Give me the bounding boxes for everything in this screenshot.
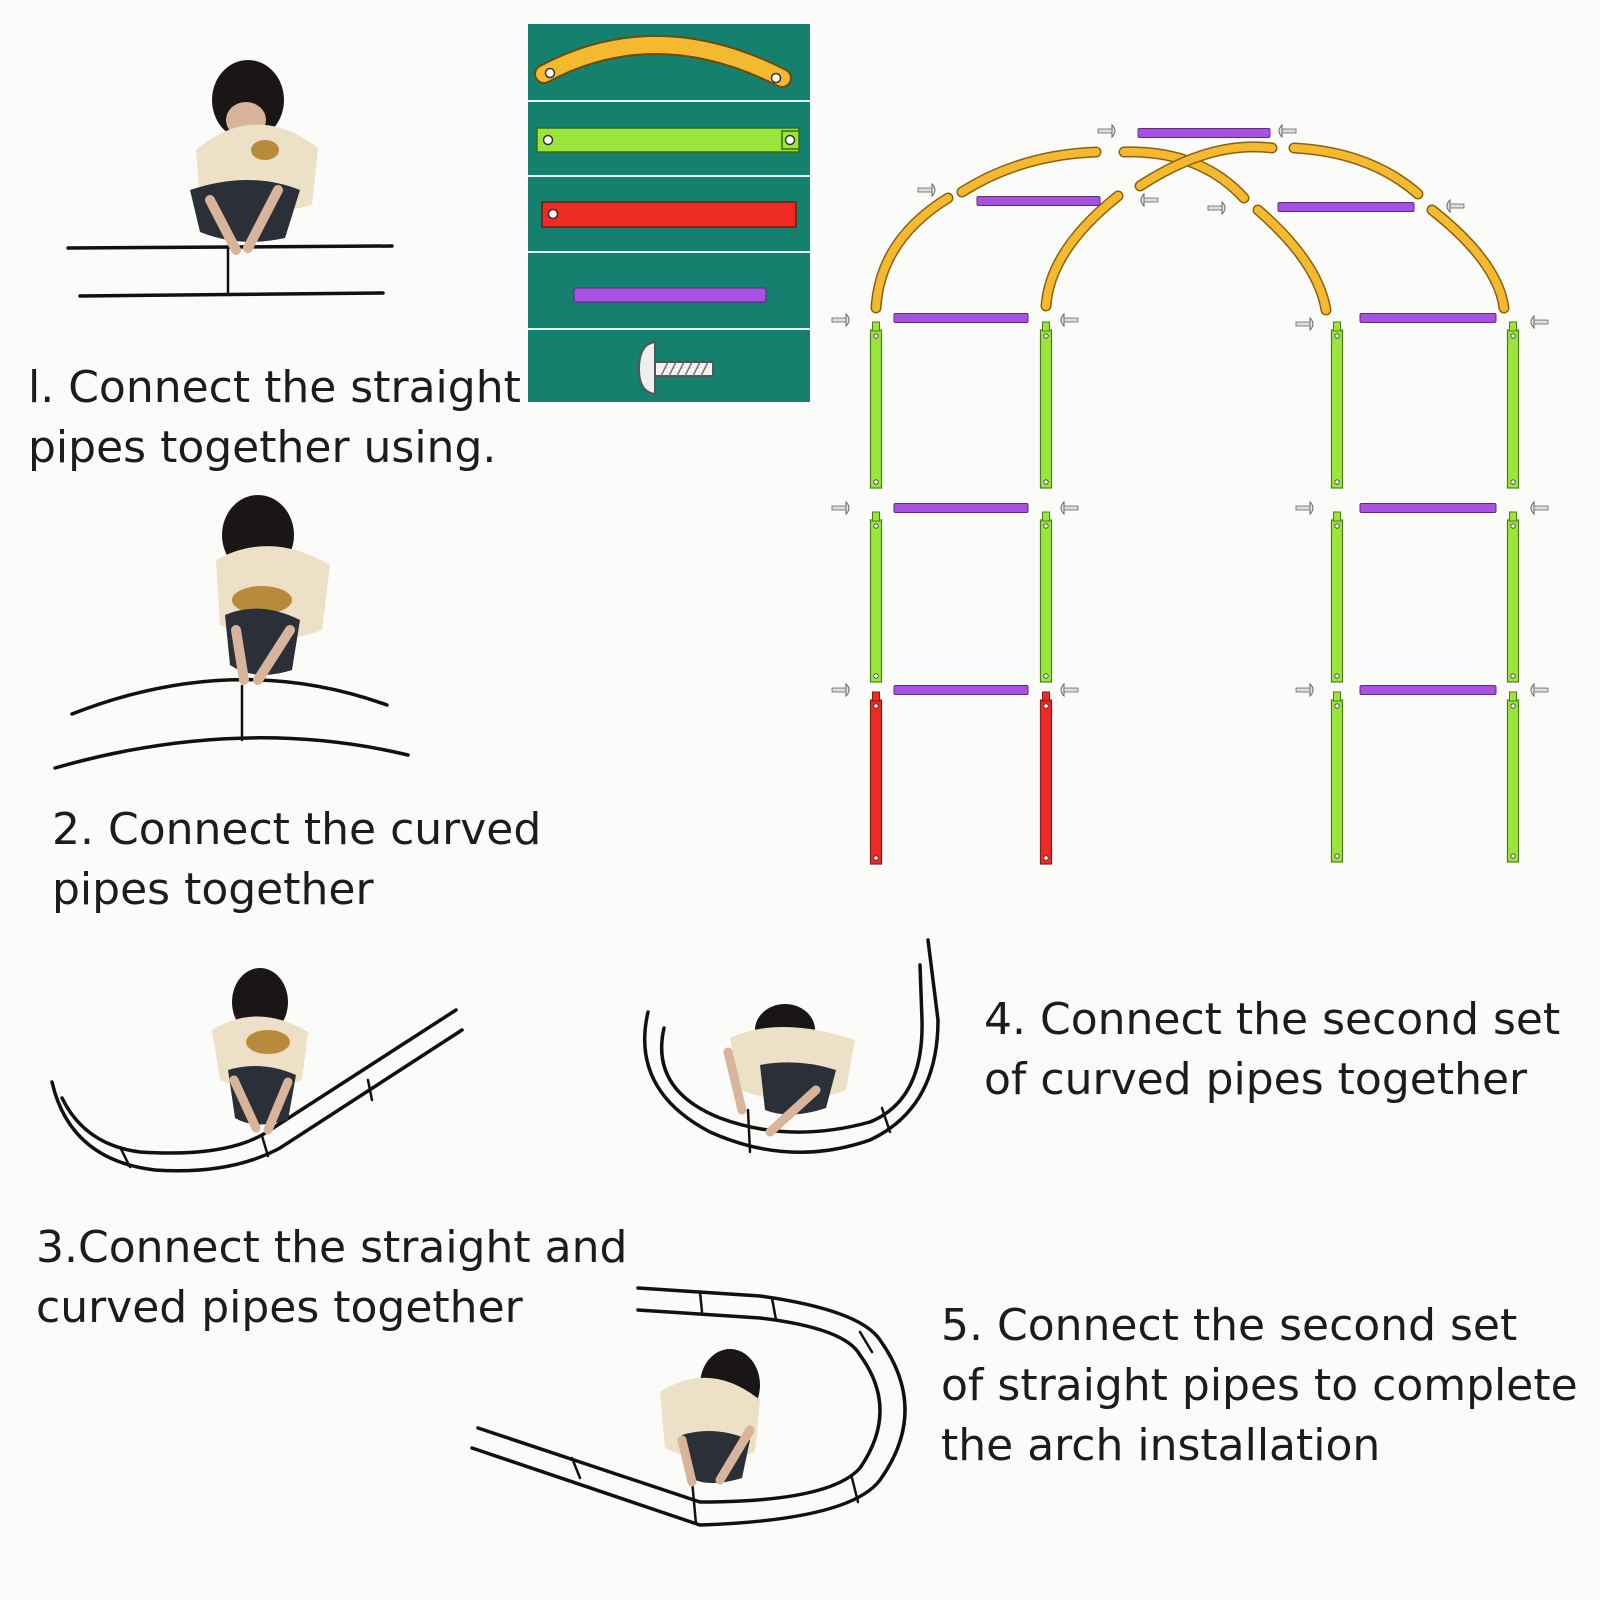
- straight-pipe: [1330, 511, 1344, 683]
- caption-line: curved pipes together: [36, 1282, 523, 1333]
- screw-icon: [1295, 500, 1314, 516]
- ground-pipe-curve: [470, 1286, 907, 1527]
- curved-pipe: [1426, 204, 1510, 314]
- connector-stake: [746, 1108, 752, 1154]
- person-figure: [660, 1349, 760, 1487]
- caption-line: l. Connect the straight: [28, 362, 521, 413]
- ground-pipe-curve: [60, 1008, 458, 1155]
- caption-line: pipes together: [52, 864, 374, 915]
- straight-pipe: [869, 691, 883, 865]
- connector-stake: [570, 1456, 582, 1480]
- person-figure: [723, 1004, 855, 1137]
- crossbar: [1277, 202, 1415, 212]
- step4-caption: 4. Connect the second set of curved pipe…: [984, 990, 1560, 1110]
- ground-pipe-line: [78, 291, 385, 298]
- person-figure: [212, 968, 308, 1135]
- screw-icon: [1278, 123, 1297, 139]
- crossbar: [893, 503, 1029, 513]
- legend-straight-pipe-green: [536, 127, 800, 153]
- straight-pipe: [1506, 321, 1520, 489]
- step5-caption: 5. Connect the second set of straight pi…: [941, 1296, 1578, 1476]
- curved-pipe: [1288, 142, 1424, 200]
- screw-icon: [917, 182, 936, 198]
- ground-pipe-curve: [50, 1028, 464, 1173]
- caption-line: of straight pipes to complete: [941, 1360, 1578, 1411]
- crossbar: [1359, 503, 1497, 513]
- screw-icon: [1446, 198, 1465, 214]
- step3-caption: 3.Connect the straight and curved pipes …: [36, 1218, 627, 1338]
- caption-line: 4. Connect the second set: [984, 994, 1561, 1045]
- crossbar: [893, 685, 1029, 695]
- ground-pipe-curve: [643, 938, 940, 1154]
- ground-pipe-curve: [659, 963, 924, 1134]
- ground-pipe-curve: [53, 736, 410, 770]
- step4-illustration: [643, 938, 940, 1154]
- step5-illustration: [470, 1286, 907, 1527]
- crossbar: [1359, 313, 1497, 323]
- caption-line: 3.Connect the straight and: [36, 1222, 628, 1273]
- parts-legend: [528, 24, 810, 402]
- caption-line: the arch installation: [941, 1420, 1381, 1471]
- straight-pipe: [869, 511, 883, 683]
- screw-icon: [1207, 200, 1226, 216]
- crossbar: [976, 196, 1101, 206]
- screw-icon: [1530, 682, 1549, 698]
- person-figure: [216, 495, 330, 685]
- step1-illustration: [66, 60, 394, 298]
- curved-pipe: [1252, 204, 1332, 316]
- screw-icon: [1060, 312, 1079, 328]
- screw-icon: [831, 312, 850, 328]
- person-figure: [190, 60, 318, 255]
- connector-stake: [770, 1296, 778, 1322]
- caption-line: of curved pipes together: [984, 1054, 1528, 1105]
- screw-icon: [831, 500, 850, 516]
- ground-pipe-curve: [70, 677, 389, 716]
- screw-icon: [1295, 316, 1314, 332]
- crossbar: [1359, 685, 1497, 695]
- screw-icon: [1097, 123, 1116, 139]
- screw-icon: [1530, 314, 1549, 330]
- caption-line: pipes together using.: [28, 422, 497, 473]
- step3-illustration: [50, 968, 464, 1173]
- screw-icon: [1140, 192, 1159, 208]
- straight-pipe: [1039, 511, 1053, 683]
- connector-stake: [690, 1478, 698, 1526]
- straight-pipe: [1039, 691, 1053, 865]
- straight-pipe: [1330, 321, 1344, 489]
- screw-icon: [1295, 682, 1314, 698]
- step2-caption: 2. Connect the curved pipes together: [52, 800, 541, 920]
- legend-base-pipe-red: [541, 201, 797, 228]
- step2-illustration: [53, 495, 410, 770]
- screw-icon: [831, 682, 850, 698]
- curved-pipe: [1040, 190, 1124, 312]
- connector-stake: [858, 1330, 874, 1354]
- curved-pipe: [1134, 141, 1278, 192]
- connector-stake: [850, 1476, 860, 1504]
- connector-stake: [118, 1145, 132, 1169]
- legend-curved-pipe: [534, 34, 792, 88]
- straight-pipe: [869, 321, 883, 489]
- crossbar: [1137, 128, 1271, 138]
- straight-pipe: [1506, 511, 1520, 683]
- curved-pipe: [956, 146, 1102, 198]
- screw-icon: [637, 340, 714, 396]
- connector-stake: [698, 1290, 704, 1314]
- straight-pipe: [1039, 321, 1053, 489]
- crossbar: [893, 313, 1029, 323]
- screw-icon: [1060, 500, 1079, 516]
- screw-icon: [1060, 682, 1079, 698]
- step1-caption: l. Connect the straight pipes together u…: [28, 358, 521, 478]
- straight-pipe: [1506, 691, 1520, 863]
- legend-crossbar-purple: [573, 287, 767, 303]
- connector-stake: [366, 1078, 374, 1102]
- caption-line: 5. Connect the second set: [941, 1300, 1518, 1351]
- straight-pipe: [1330, 691, 1344, 863]
- connector-stake: [260, 1134, 270, 1158]
- ground-pipe-curve: [476, 1308, 882, 1504]
- caption-line: 2. Connect the curved: [52, 804, 542, 855]
- curved-pipe: [870, 192, 954, 314]
- screw-icon: [1530, 500, 1549, 516]
- connector-stake: [880, 1106, 892, 1134]
